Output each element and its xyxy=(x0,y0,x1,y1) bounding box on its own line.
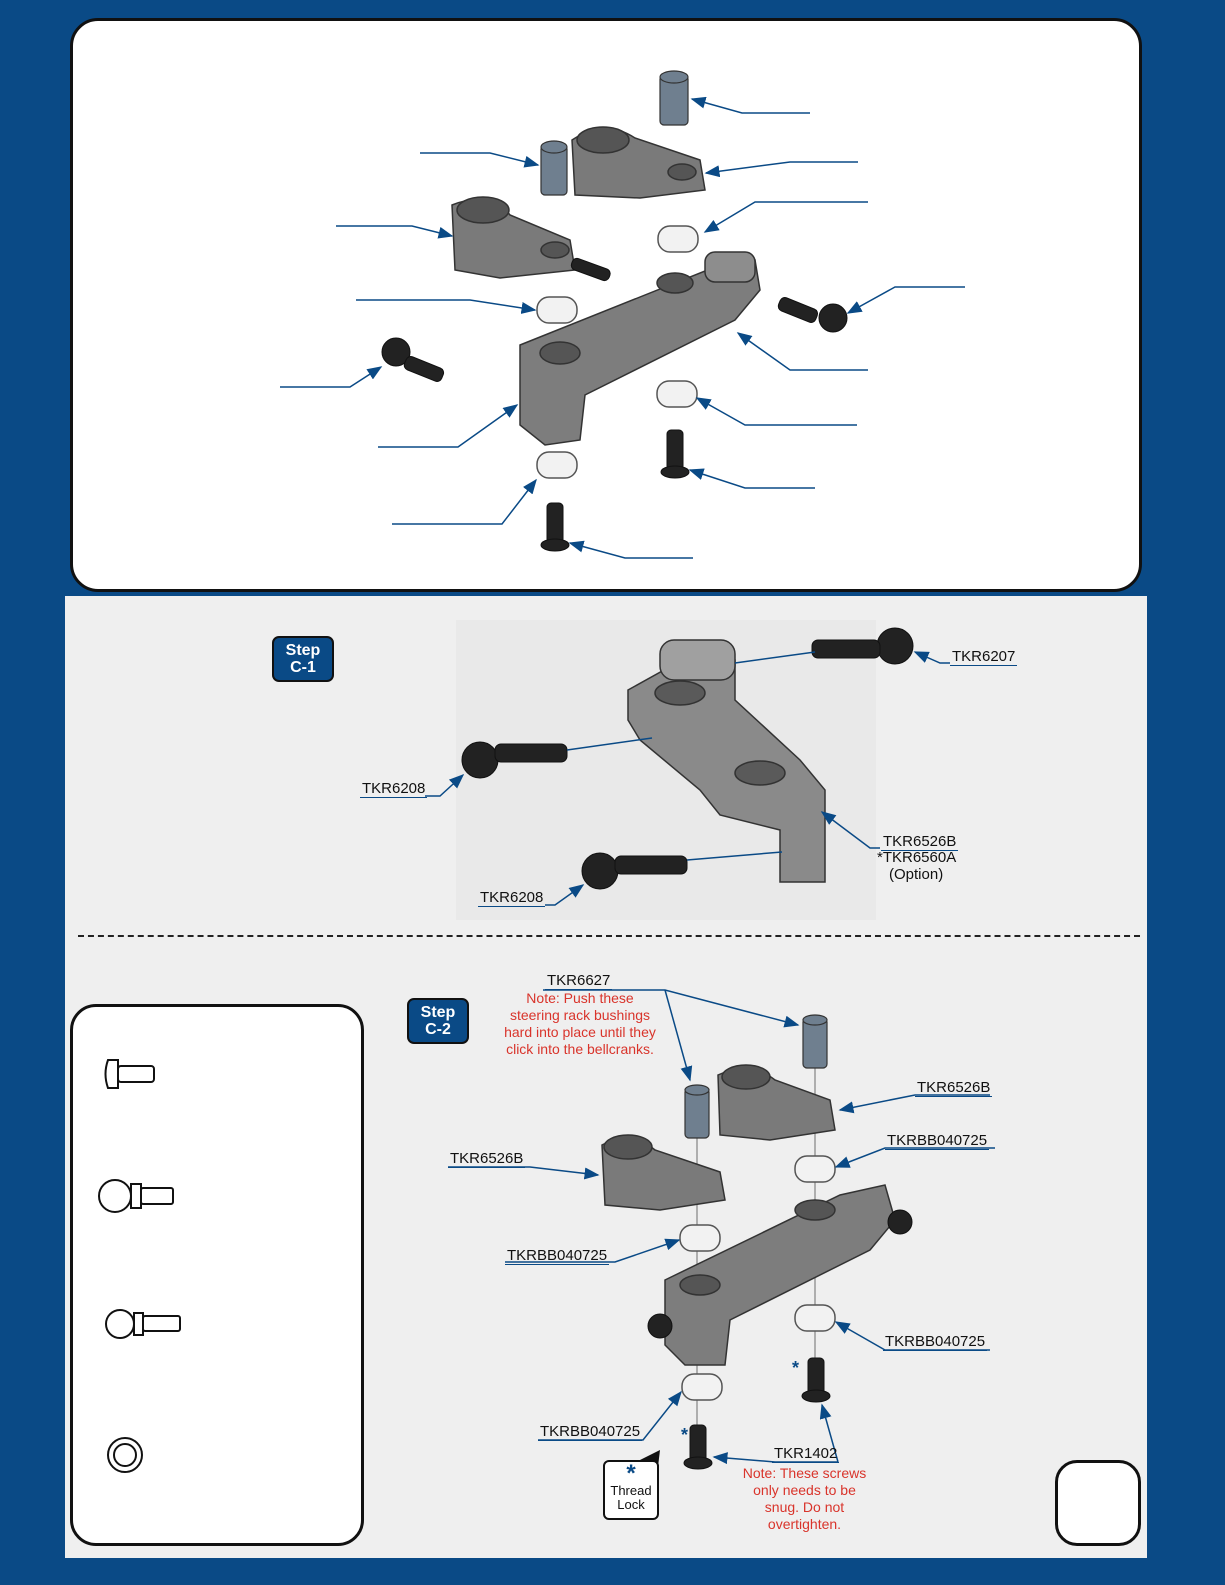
step-c1-badge: Step C-1 xyxy=(272,636,334,682)
bellcrank-right-part xyxy=(571,126,706,199)
note-c2-bushing-line: Note: Push these xyxy=(526,990,634,1006)
button-head-screw-icon xyxy=(104,1059,155,1089)
screws-c2-part xyxy=(647,1209,913,1470)
note-c2-screw: Note: These screws only needs to be snug… xyxy=(727,1465,882,1533)
note-c2-screw-line: only needs to be xyxy=(753,1482,856,1498)
steering-rack-part xyxy=(519,251,761,446)
label-c2-bushing: TKR6627 xyxy=(545,972,613,990)
label-c2-bearing-lower-left: TKRBB040725 xyxy=(538,1423,643,1441)
step-c1-word: Step xyxy=(285,642,321,659)
exploded-view-drawing xyxy=(280,70,965,559)
thread-lock-line1: Thread xyxy=(610,1483,652,1498)
thread-lock-line2: Lock xyxy=(617,1497,645,1512)
rack-arm-c1-part xyxy=(627,639,826,883)
note-c2-screw-line: overtighten. xyxy=(767,1516,842,1532)
step-c1-number: C-1 xyxy=(290,659,316,676)
ball-studs-c1-part xyxy=(461,627,914,890)
note-c2-bushing: Note: Push these steering rack bushings … xyxy=(495,990,665,1058)
label-c2-bearing-lower-right: TKRBB040725 xyxy=(883,1333,988,1351)
label-c1-option-part: *TKR6560A xyxy=(877,849,957,866)
bearings-c2-part xyxy=(679,1155,836,1401)
label-c2-bearing-upper-left: TKRBB040725 xyxy=(505,1247,610,1265)
label-c2-bellcrank-left: TKR6526B xyxy=(448,1150,526,1168)
note-c2-screw-line: Note: These screws xyxy=(742,1465,867,1481)
ball-stud-small-icon xyxy=(105,1309,181,1339)
step-c2-badge: Step C-2 xyxy=(407,998,469,1044)
bellcranks-c2-part xyxy=(601,1064,836,1211)
thread-lock-marker: * xyxy=(792,1358,800,1378)
note-c2-screw-line: snug. Do not xyxy=(764,1499,845,1515)
bearing-icon xyxy=(107,1437,143,1473)
step-divider xyxy=(78,935,1140,937)
step-c2-number: C-2 xyxy=(425,1021,451,1038)
label-c1-arm: TKR6526B xyxy=(881,833,959,851)
bushing-parts xyxy=(540,70,689,196)
note-c2-bushing-line: click into the bellcranks. xyxy=(506,1041,654,1057)
thread-lock-marker: * xyxy=(681,1425,689,1445)
label-c1-option-note: (Option) xyxy=(889,866,944,883)
page-number-box xyxy=(1055,1460,1141,1546)
note-c2-bushing-line: hard into place until they xyxy=(504,1024,656,1040)
thread-lock-icon: * xyxy=(626,1460,636,1487)
label-c1-ballstud-bottom: TKR6208 xyxy=(478,889,546,907)
bushings-c2-part xyxy=(684,1014,828,1139)
label-c2-bearing-upper-right: TKRBB040725 xyxy=(885,1132,990,1150)
note-c2-bushing-line: steering rack bushings xyxy=(509,1007,651,1023)
exploded-view-panel xyxy=(70,18,1142,592)
label-c2-bellcrank-right: TKR6526B xyxy=(915,1079,993,1097)
step-c2-word: Step xyxy=(420,1004,456,1021)
label-c2-screw: TKR1402 xyxy=(772,1445,840,1463)
ball-stud-large-icon xyxy=(98,1179,174,1213)
bellcrank-left-part xyxy=(451,196,576,279)
label-c1-ballstud-left: TKR6208 xyxy=(360,780,428,798)
label-c1-ballstud-top: TKR6207 xyxy=(950,648,1018,666)
bearing-parts xyxy=(536,225,699,479)
thread-lock-callout: * Thread Lock xyxy=(603,1460,659,1520)
rack-arm-c2-part xyxy=(664,1184,896,1366)
ball-stud-parts xyxy=(381,257,848,552)
